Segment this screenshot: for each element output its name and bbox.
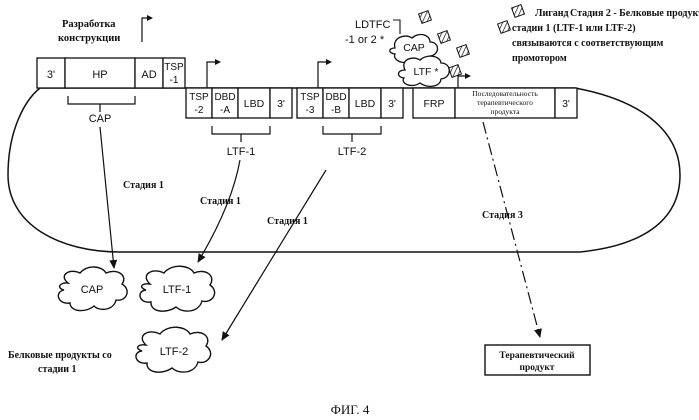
box-tsp3-line2: -3 (306, 105, 315, 116)
box-frp: FRP (424, 98, 445, 110)
box-tsp2-line1: TSP (189, 92, 209, 103)
products-label-line2: стадии 1 (38, 364, 77, 375)
ldtfc-label-line1: LDTFC (355, 19, 391, 31)
box-tsp1-line1: TSP (164, 62, 184, 73)
ligand-legend-icon (512, 5, 525, 18)
box-ad: AD (141, 69, 156, 81)
figure-label: ФИГ. 4 (331, 402, 370, 417)
stage1-label-ltf2: Стадия 1 (267, 216, 308, 227)
ltf2-bracket (323, 126, 381, 142)
box-3prime-c: 3' (388, 98, 396, 110)
box-lbd2: LBD (355, 98, 376, 110)
ltf1-arrowhead (215, 59, 221, 65)
cap-construct: 3' HP AD TSP -1 (37, 58, 185, 88)
box-3prime-d: 3' (562, 98, 570, 110)
box-tsp3-line1: TSP (300, 92, 320, 103)
ltf2-arrowhead (326, 59, 332, 65)
ltf1-bracket (212, 126, 270, 142)
construct-label-line1: Разработка (62, 19, 116, 30)
ltf2-construct: TSP -3 DBD -B LBD 3' (297, 88, 403, 118)
box-3prime-b: 3' (277, 98, 285, 110)
cap-region-label: CAP (89, 113, 112, 125)
ltf2-region-label: LTF-2 (338, 146, 367, 158)
cap-bracket (68, 96, 135, 112)
ligand-label: Лиганд (535, 8, 569, 19)
stage3-label: Стадия 3 (482, 210, 523, 221)
stage1-arrow-ltf1 (198, 160, 240, 262)
cap-bubble-label: CAP (403, 42, 425, 54)
box-3prime-a: 3' (47, 69, 55, 81)
construct-arrowhead (147, 15, 153, 21)
stage2-line2: стадии 1 (LTF-1 или LTF-2) (512, 23, 636, 34)
box-hp: HP (92, 69, 107, 81)
products-label-line1: Белковые продукты со (8, 350, 112, 361)
stage2-line4: промотором (512, 53, 567, 64)
ltf-bubble-label: LTF * (414, 66, 439, 78)
stage2-legend-icon (498, 21, 511, 34)
construct-promoter-arrow (142, 18, 150, 42)
ltf1-construct: TSP -2 DBD -A LBD 3' (186, 88, 292, 118)
construct-label-line2: конструкции (58, 33, 120, 44)
ltf1-promoter-arrow (207, 62, 218, 88)
stage1-arrow-cap (100, 127, 114, 268)
therapeutic-arrowhead (465, 73, 471, 79)
box-seq-line1: Последовательность (472, 89, 538, 98)
stage2-line1: Стадия 2 - Белковые продукты со (570, 8, 699, 19)
box-seq-line2: терапевтического (477, 98, 533, 107)
stage1-label-cap: Стадия 1 (123, 180, 164, 191)
ldtfc-bracket (393, 20, 400, 34)
therapeutic-construct: FRP Последовательность терапевтического … (413, 88, 577, 118)
stage3-arrow (483, 122, 540, 337)
ldtfc-label-line2: -1 or 2 * (345, 34, 385, 46)
therapeutic-label-line2: продукт (520, 363, 555, 373)
box-dbdb-line2: -B (331, 105, 341, 116)
box-tsp2-line2: -2 (195, 105, 204, 116)
box-dbda-line1: DBD (214, 92, 235, 103)
box-dbda-line2: -A (220, 105, 230, 116)
ltf1-cloud-label: LTF-1 (163, 284, 192, 296)
cap-cloud-label: CAP (81, 284, 104, 296)
ltf2-promoter-arrow (318, 62, 329, 88)
box-lbd1: LBD (244, 98, 265, 110)
therapeutic-label-line1: Терапевтический (499, 350, 575, 361)
box-tsp1-line2: -1 (170, 75, 179, 86)
box-seq-line3: продукта (490, 107, 520, 116)
ltf1-region-label: LTF-1 (227, 146, 256, 158)
stage2-line3: связываются с соответствующим (512, 38, 664, 49)
stage1-label-ltf1: Стадия 1 (200, 196, 241, 207)
box-dbdb-line1: DBD (325, 92, 346, 103)
ltf2-cloud-label: LTF-2 (160, 346, 189, 358)
